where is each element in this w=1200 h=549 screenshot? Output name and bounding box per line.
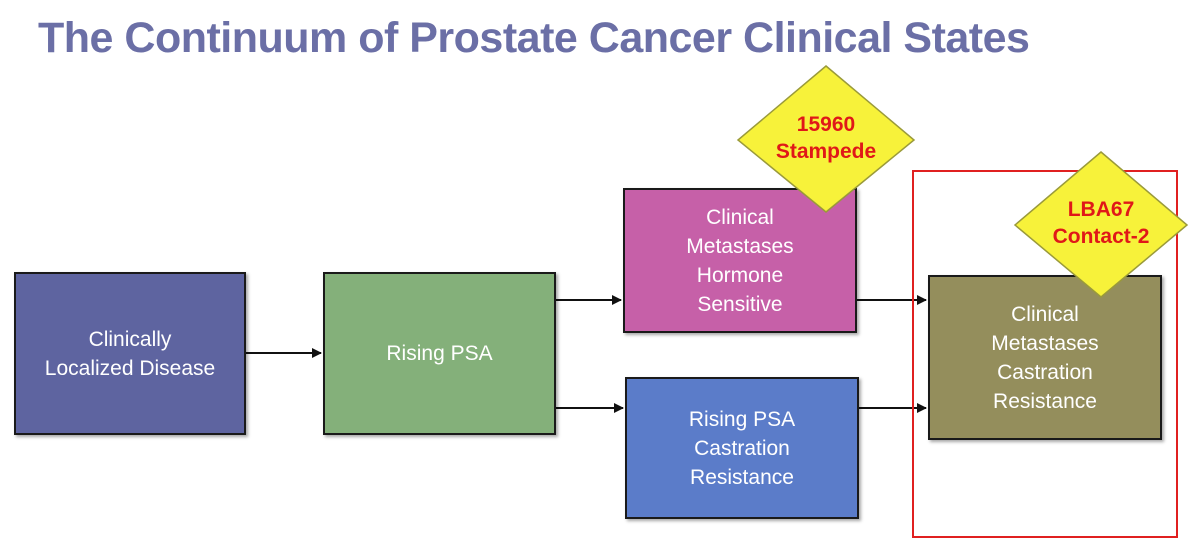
badge-diamond-contact2 bbox=[1013, 151, 1189, 298]
badge-line-2: Contact-2 bbox=[1052, 225, 1150, 248]
state-label: Rising PSA bbox=[386, 342, 493, 365]
slide-title: The Continuum of Prostate Cancer Clinica… bbox=[38, 14, 1030, 62]
badge-line-1: LBA67 bbox=[1067, 198, 1135, 221]
state-box-localized-disease: Clinically Localized Disease bbox=[14, 272, 246, 435]
state-label: Clinical Metastases Castration Resistanc… bbox=[991, 302, 1099, 413]
state-label: Clinically Localized Disease bbox=[44, 327, 216, 380]
state-box-metastases-hormone-sensitive: Clinical Metastases Hormone Sensitive bbox=[623, 188, 857, 333]
state-label: Rising PSA Castration Resistance bbox=[688, 407, 796, 489]
badge-diamond-stampede bbox=[736, 65, 916, 213]
badge-stampede: 15960 Stampede bbox=[766, 111, 886, 165]
badge-line-1: 15960 bbox=[796, 113, 856, 136]
state-box-metastases-castration-resistance: Clinical Metastases Castration Resistanc… bbox=[928, 275, 1162, 440]
badge-line-2: Stampede bbox=[775, 140, 877, 163]
state-label: Clinical Metastases Hormone Sensitive bbox=[686, 205, 794, 316]
state-box-rising-psa: Rising PSA bbox=[323, 272, 556, 435]
highlight-frame bbox=[912, 170, 1178, 538]
state-box-rising-psa-castration-resistance: Rising PSA Castration Resistance bbox=[625, 377, 859, 519]
badge-contact-2: LBA67 Contact-2 bbox=[1038, 196, 1164, 250]
